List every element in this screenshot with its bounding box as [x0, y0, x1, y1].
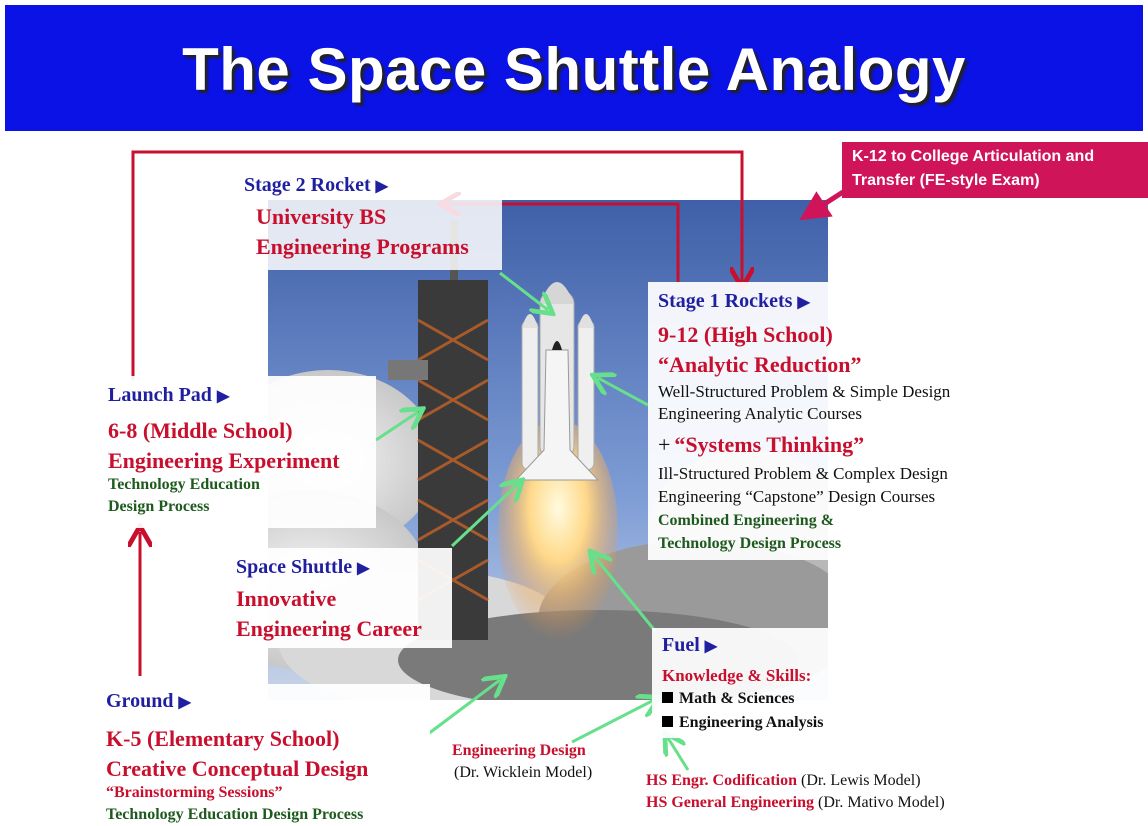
red-arrow-stage1-to-stage2	[446, 204, 680, 282]
stage1-line-3: Well-Structured Problem & Simple Design	[658, 382, 951, 401]
eng-design-line-1: Engineering Design	[452, 742, 586, 759]
ground-line-4: Technology Education Design Process	[106, 806, 364, 823]
hs-line-2-black: (Dr. Mativo Model)	[814, 794, 945, 811]
fuel-item-2: Engineering Analysis	[679, 714, 824, 731]
hs-line-2-red: HS General Engineering	[646, 794, 814, 811]
stage1-heading: Stage 1 Rockets	[658, 290, 793, 312]
shuttle-triangle-icon: ▶	[357, 560, 370, 577]
title-banner: The Space Shuttle Analogy	[5, 5, 1143, 131]
stage1-box: Stage 1 Rockets ▶ 9-12 (High School) “An…	[648, 282, 1000, 560]
ground-line-2: Creative Conceptual Design	[106, 756, 369, 781]
hs-line-1-red: HS Engr. Codification	[646, 772, 797, 789]
bullet-square-icon	[662, 716, 673, 727]
hs-line-1-black: (Dr. Lewis Model)	[797, 772, 921, 789]
fuel-triangle-icon: ▶	[704, 638, 718, 655]
ground-triangle-icon: ▶	[178, 694, 191, 711]
stage1-triangle-icon: ▶	[797, 294, 810, 311]
ground-heading: Ground	[106, 690, 174, 712]
launchpad-triangle-icon: ▶	[216, 388, 230, 405]
green-arrow-hs-to-fuel	[668, 738, 690, 771]
green-arrow-design-to-fuel	[571, 700, 654, 744]
stage2-triangle-icon: ▶	[375, 178, 388, 195]
launchpad-line-4: Design Process	[108, 498, 210, 515]
green-arrow-launchpad-to-tower	[375, 412, 418, 442]
callout-line-1: K-12 to College Articulation and	[852, 148, 1095, 165]
launchpad-line-3: Technology Education	[108, 476, 260, 493]
green-arrow-career-to-shuttle	[450, 484, 518, 548]
ground-box: Ground ▶ K-5 (Elementary School) Creativ…	[96, 684, 430, 826]
stage1-line-7: Engineering “Capstone” Design Courses	[658, 487, 936, 506]
shuttle-line-1: Innovative	[236, 586, 337, 611]
bullet-square-icon	[662, 692, 673, 703]
stage2-box: Stage 2 Rocket ▶ University BS Engineeri…	[236, 168, 502, 270]
stage1-line-4: Engineering Analytic Courses	[658, 404, 862, 423]
stage1-line-1: 9-12 (High School)	[658, 322, 833, 347]
ground-line-3: “Brainstorming Sessions”	[106, 784, 283, 801]
stage1-line-2: “Analytic Reduction”	[658, 352, 862, 377]
green-arrow-stage1-to-shuttle	[598, 378, 649, 407]
fuel-box: Fuel ▶ Knowledge & Skills: Math & Scienc…	[652, 628, 870, 738]
launchpad-heading: Launch Pad	[108, 384, 212, 406]
pink-callout-arrow	[799, 189, 845, 221]
red-arrow-launchpad-to-stage1	[131, 150, 742, 380]
stage1-line-8: Combined Engineering &	[658, 512, 835, 529]
shuttle-box: Space Shuttle ▶ Innovative Engineering C…	[228, 548, 452, 648]
callout-line-2: Transfer (FE-style Exam)	[852, 172, 1040, 189]
stage2-heading: Stage 2 Rocket	[244, 174, 371, 196]
fuel-heading: Fuel	[662, 634, 700, 656]
shuttle-heading: Space Shuttle	[236, 556, 353, 578]
launchpad-line-2: Engineering Experiment	[108, 448, 340, 473]
eng-design-line-2: (Dr. Wicklein Model)	[454, 764, 593, 781]
fuel-line-1: Knowledge & Skills:	[662, 666, 812, 685]
stage1-plus: +	[658, 432, 671, 457]
launchpad-line-1: 6-8 (Middle School)	[108, 418, 293, 443]
stage1-line-9: Technology Design Process	[658, 535, 842, 552]
green-arrow-stage2-to-shuttle	[499, 271, 548, 310]
stage1-line-6: Ill-Structured Problem & Complex Design	[658, 464, 948, 483]
stage2-line-2: Engineering Programs	[256, 234, 469, 259]
stage1-line-5: “Systems Thinking”	[674, 432, 865, 457]
articulation-callout: K-12 to College Articulation and Transfe…	[842, 142, 1148, 198]
ground-line-1: K-5 (Elementary School)	[106, 726, 340, 751]
green-arrow-fuel-to-flame	[594, 556, 658, 633]
stage2-line-1: University BS	[256, 204, 387, 229]
launchpad-box: Launch Pad ▶ 6-8 (Middle School) Enginee…	[98, 376, 376, 528]
green-arrow-ground-to-base	[427, 680, 500, 736]
shuttle-line-2: Engineering Career	[236, 616, 422, 641]
page-title: The Space Shuttle Analogy	[182, 36, 966, 103]
fuel-item-1: Math & Sciences	[679, 690, 795, 707]
